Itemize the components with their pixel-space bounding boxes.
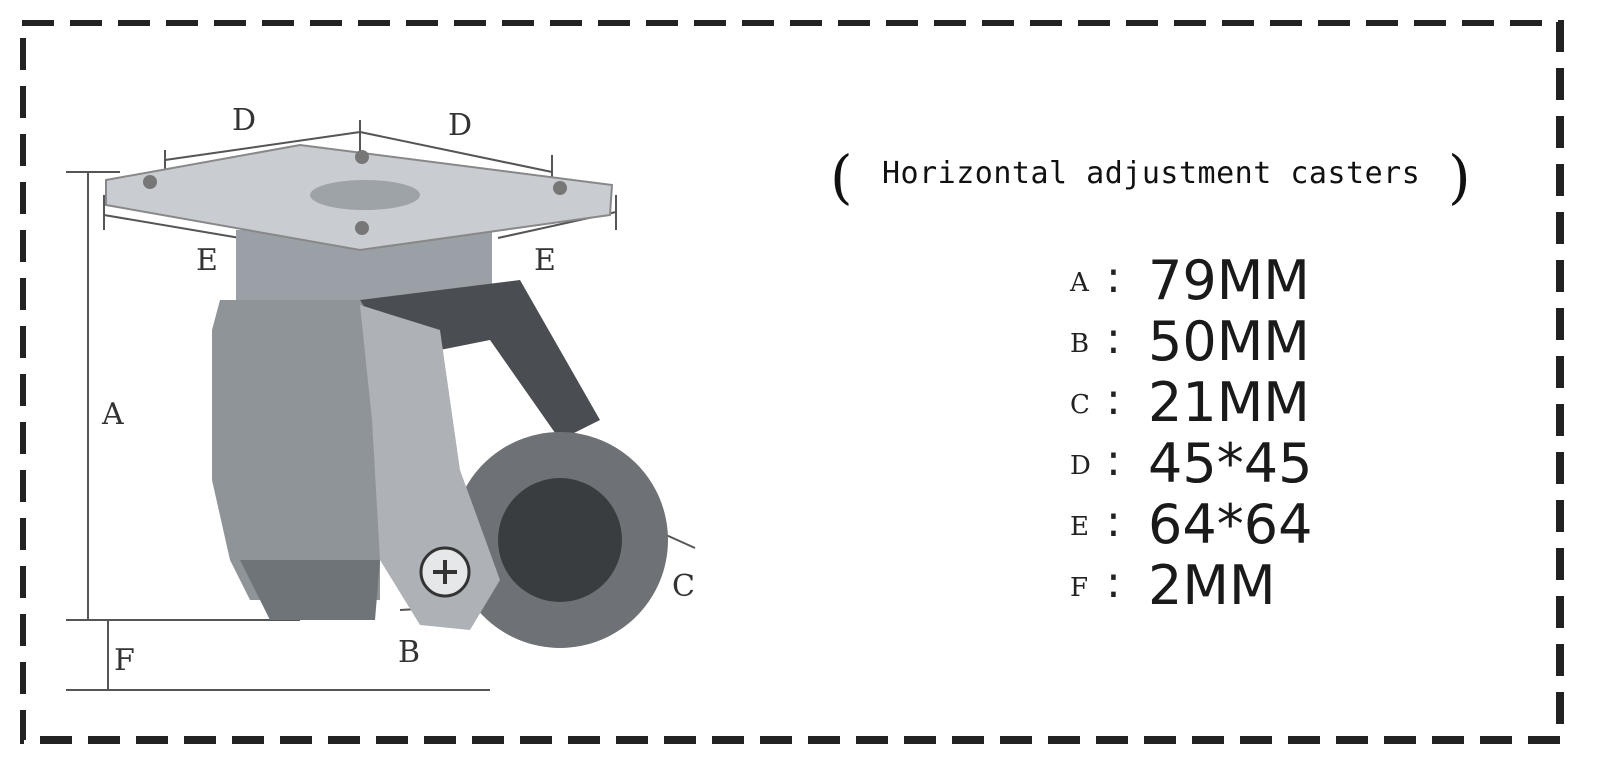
- spec-colon: :: [1106, 252, 1121, 303]
- label-d-right: D: [448, 108, 472, 143]
- spec-value: 2MM: [1148, 554, 1276, 617]
- spec-value: 79MM: [1148, 249, 1310, 312]
- spec-row-e: E : 64*64: [1070, 494, 1470, 555]
- spec-colon: :: [1106, 435, 1121, 486]
- spec-colon: :: [1106, 374, 1121, 425]
- product-title: ( Horizontal adjustment casters ): [830, 142, 1490, 222]
- spec-row-d: D : 45*45: [1070, 433, 1470, 494]
- caster-wheel-hub: [498, 478, 622, 602]
- spec-key: B: [1070, 329, 1090, 359]
- label-a: A: [101, 397, 124, 432]
- caster-side-plate: [360, 305, 500, 630]
- title-text: Horizontal adjustment casters: [882, 156, 1421, 191]
- spec-row-c: C : 21MM: [1070, 372, 1470, 433]
- caster-illustration: [105, 143, 668, 648]
- spec-row-b: B : 50MM: [1070, 311, 1470, 372]
- spec-key: D: [1070, 451, 1091, 481]
- dashed-border: [20, 20, 1564, 744]
- spec-value: 21MM: [1148, 371, 1310, 434]
- plate-bolt-hole: [143, 175, 157, 189]
- spec-value: 50MM: [1148, 310, 1310, 373]
- title-open-paren: (: [830, 143, 853, 211]
- caster-stem: [236, 230, 492, 300]
- label-f: F: [114, 643, 135, 678]
- caster-foot: [240, 560, 380, 620]
- spec-row-f: F : 2MM: [1070, 555, 1470, 616]
- caster-housing: [212, 300, 380, 600]
- label-c: C: [672, 569, 695, 604]
- spec-value: 64*64: [1148, 493, 1313, 556]
- label-b: B: [398, 635, 420, 670]
- title-close-paren: ): [1448, 143, 1471, 211]
- caster-diagram: D D E E A B C F: [66, 103, 696, 691]
- bolt-cross: [433, 560, 457, 584]
- plate-bolt-hole: [355, 150, 369, 164]
- spec-value: 45*45: [1148, 432, 1313, 495]
- spec-colon: :: [1106, 313, 1121, 364]
- spec-colon: :: [1106, 496, 1121, 547]
- spec-key: F: [1070, 573, 1089, 603]
- label-e-right: E: [534, 243, 556, 278]
- plate-center-hole: [310, 180, 420, 210]
- dashed-frame: [20, 20, 1575, 754]
- spec-row-a: A : 79MM: [1070, 250, 1470, 311]
- spec-key: A: [1070, 268, 1089, 298]
- spec-key: C: [1070, 390, 1090, 420]
- spec-key: E: [1070, 512, 1089, 542]
- spec-list: A : 79MM B : 50MM C : 21MM D : 45*45 E :…: [1070, 250, 1470, 616]
- plate-bolt-hole: [553, 181, 567, 195]
- plate-bolt-hole: [355, 221, 369, 235]
- label-e-left: E: [196, 243, 218, 278]
- label-d-left: D: [232, 103, 256, 138]
- spec-colon: :: [1106, 557, 1121, 608]
